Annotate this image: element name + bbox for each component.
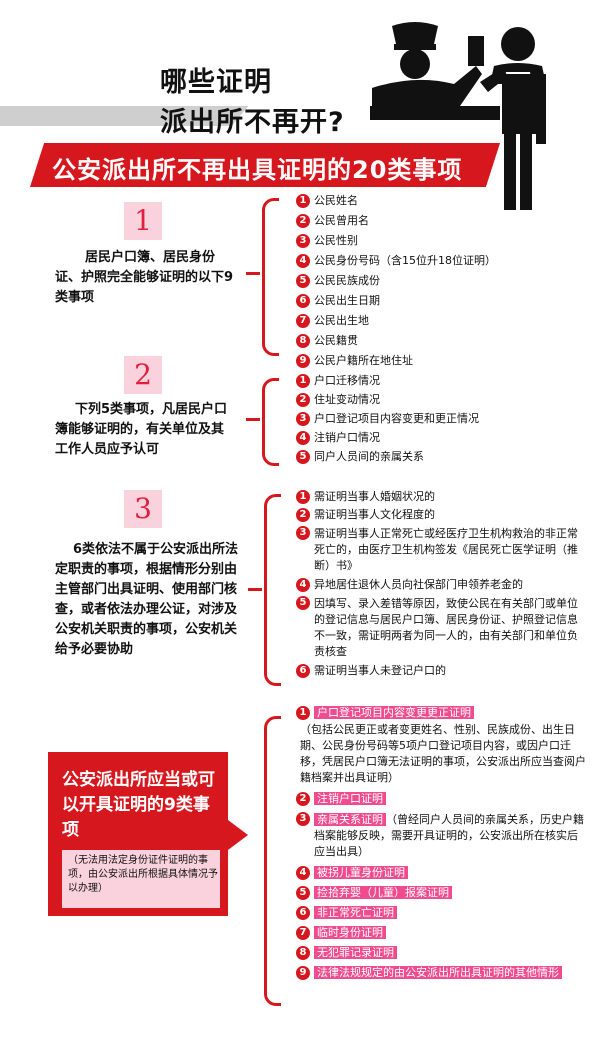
- item-number-badge: 8: [296, 334, 310, 348]
- section3-description: 6类依法不属于公安派出所法定职责的事项，根据情形分别由主管部门出具证明、使用部门…: [55, 542, 239, 657]
- item-number-badge: 7: [296, 314, 310, 328]
- item-number-badge: 1: [296, 194, 310, 208]
- section1-brace: [262, 198, 279, 356]
- banner-text: 公安派出所不再出具证明的20类事项: [52, 156, 463, 184]
- section1-number: 1: [124, 202, 162, 240]
- item-number-badge: 2: [296, 792, 310, 806]
- section4-title: 公安派出所应当或可以开具证明的9类事项: [62, 770, 215, 840]
- page-title-line2: 派出所不再开?: [160, 107, 345, 138]
- title-banner: [30, 143, 500, 187]
- item-number-badge: 2: [296, 393, 310, 407]
- section1-description: 居民户口簿、居民身份证、护照完全能够证明的以下9类事项: [55, 250, 234, 305]
- item-number-badge: 1: [296, 374, 310, 388]
- section4-brace: [264, 716, 281, 1006]
- item-number-badge: 6: [296, 294, 310, 308]
- item-number-badge: 6: [296, 906, 310, 920]
- item-number-badge: 9: [296, 354, 310, 368]
- item-number-badge: 2: [296, 214, 310, 228]
- list-item-detail: （包括公民更正或者变更姓名、性别、民族成份、出生日期、公民身份号码等5项户口登记…: [300, 723, 586, 784]
- item-number-badge: 4: [296, 254, 310, 268]
- item-number-badge: 5: [296, 596, 310, 610]
- section2-number: 2: [124, 356, 162, 394]
- section3-connector: [248, 588, 262, 591]
- page-title-line1: 哪些证明: [160, 67, 272, 98]
- item-number-badge: 4: [296, 431, 310, 445]
- item-number-badge: 9: [296, 966, 310, 980]
- section1-connector: [246, 272, 260, 275]
- item-number-badge: 3: [296, 812, 310, 826]
- section3-brace: [264, 494, 281, 686]
- section2-connector: [246, 418, 260, 421]
- item-number-badge: 6: [296, 664, 310, 678]
- item-number-badge: 3: [296, 412, 310, 426]
- item-number-badge: 7: [296, 926, 310, 940]
- section2-description: 下列5类事项，凡居民户口簿能够证明的，有关单位及其工作人员应予认可: [55, 402, 228, 457]
- item-number-badge: 1: [296, 706, 310, 720]
- item-number-badge: 8: [296, 946, 310, 960]
- item-number-badge: 4: [296, 866, 310, 880]
- item-number-badge: 5: [296, 274, 310, 288]
- item-number-badge: 3: [296, 526, 310, 540]
- item-number-badge: 1: [296, 490, 310, 504]
- item-number-badge: 2: [296, 508, 310, 522]
- section2-brace: [262, 378, 279, 466]
- section4-note-box: [62, 850, 220, 908]
- section4-note: （无法用法定身份证件证明的事项，由公安派出所根据具体情况予以办理）: [68, 855, 218, 894]
- item-number-badge: 3: [296, 234, 310, 248]
- section3-number: 3: [124, 490, 162, 528]
- item-number-badge: 5: [296, 450, 310, 464]
- police-counter-illustration: [370, 22, 546, 210]
- item-number-badge: 5: [296, 886, 310, 900]
- item-number-badge: 4: [296, 578, 310, 592]
- section4-arrow: [228, 820, 248, 850]
